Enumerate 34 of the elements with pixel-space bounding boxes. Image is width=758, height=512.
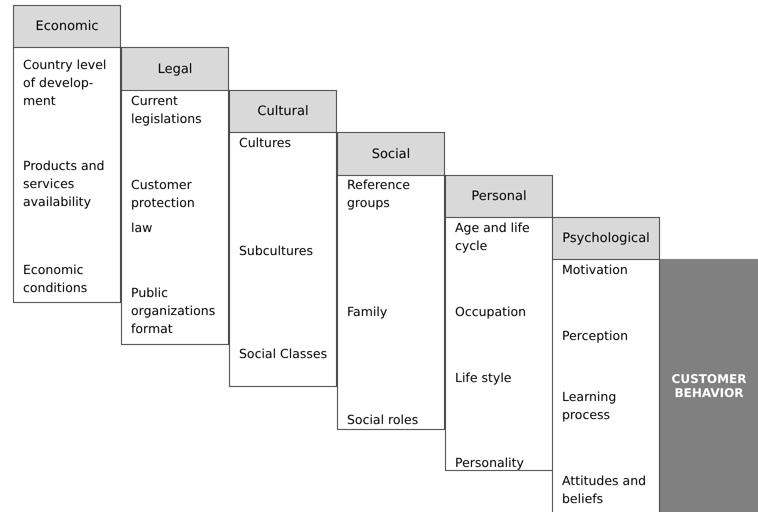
factor-text: Public organizations format [131, 284, 216, 338]
factor-text: Country level of develop- ment [23, 56, 108, 110]
factor-panel [337, 175, 445, 430]
factor-text: Attitudes and beliefs [562, 472, 648, 508]
factor-text: Age and life cycle [455, 219, 531, 255]
factor-panel [13, 47, 121, 303]
factor-text: Family [347, 303, 388, 321]
factor-text: Customer protection [131, 176, 196, 212]
outcome-box: CUSTOMER BEHAVIOR [660, 259, 758, 512]
factor-text: Subcultures [239, 242, 314, 260]
category-header: Economic [13, 5, 121, 48]
factor-text: Life style [455, 369, 512, 387]
factor-text: Perception [562, 327, 630, 345]
category-header: Social [337, 132, 445, 176]
factor-text: Motivation [562, 261, 629, 279]
category-header: Psychological [552, 217, 660, 260]
category-header: Cultural [229, 90, 337, 133]
category-header: Personal [445, 175, 553, 218]
factor-panel [229, 132, 337, 387]
factor-panel [445, 217, 553, 471]
factor-text: law [131, 219, 154, 237]
factor-text: Learning process [562, 388, 618, 424]
factor-text: Products and services availability [23, 157, 106, 211]
factor-text: Current legislations [131, 92, 203, 128]
factor-text: Reference groups [347, 176, 411, 212]
factor-panel [121, 90, 229, 345]
factor-text: Occupation [455, 303, 528, 321]
factor-text: Social Classes [239, 345, 328, 363]
category-header: Legal [121, 47, 229, 91]
factor-text: Economic conditions [23, 261, 88, 297]
factor-text: Social roles [347, 411, 420, 429]
factor-text: Personality [455, 454, 525, 472]
factor-text: Cultures [239, 134, 292, 152]
factor-panel [552, 259, 660, 512]
